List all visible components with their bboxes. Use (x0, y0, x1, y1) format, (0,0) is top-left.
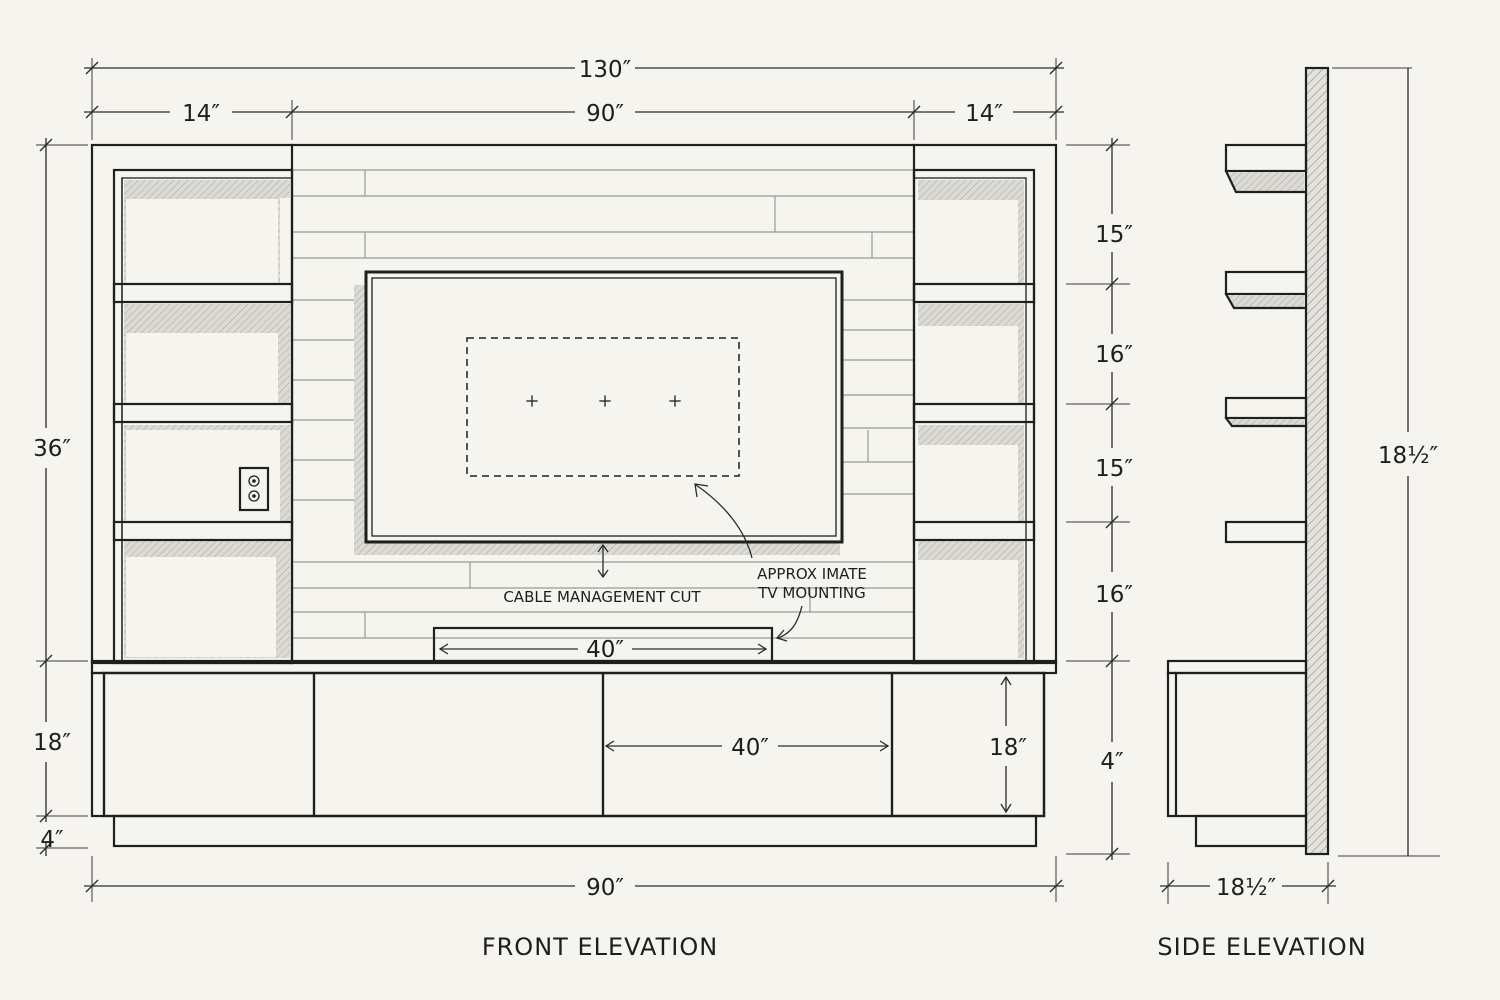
svg-text:16″: 16″ (1095, 582, 1133, 608)
mounting-note-line2: TV MOUNTING (757, 584, 866, 602)
left-shelf (112, 282, 294, 304)
svg-text:14″: 14″ (965, 101, 1003, 127)
soundbar-dimension: 40″ (438, 637, 768, 663)
mounting-note-line1: APPROX IMATE (757, 565, 867, 583)
svg-text:90″: 90″ (586, 875, 624, 901)
svg-text:18½″: 18½″ (1216, 875, 1277, 901)
back-panel-boards (292, 169, 914, 639)
front-elevation-title: FRONT ELEVATION (482, 933, 718, 961)
svg-text:18″: 18″ (989, 735, 1027, 761)
drawer-width-dimension: 40″ (604, 735, 890, 761)
left-shelf (112, 402, 294, 424)
right-shelf (912, 282, 1036, 304)
svg-text:40″: 40″ (586, 637, 624, 663)
svg-text:90″: 90″ (586, 101, 624, 127)
svg-text:14″: 14″ (182, 101, 220, 127)
svg-text:15″: 15″ (1095, 456, 1133, 482)
cable-gap-arrow (597, 543, 609, 579)
svg-text:16″: 16″ (1095, 342, 1133, 368)
right-shelf (912, 402, 1036, 424)
media-console (90, 671, 1046, 848)
side-console (1166, 659, 1308, 848)
outlet-icon (238, 466, 270, 512)
front-elevation: CABLE MANAGEMENT CUT APPROX IMATE TV MOU… (33, 57, 1133, 961)
mount-point-icons (526, 395, 681, 407)
shelf-spacing-dimensions: 15″ 16″ 15″ 16″ 4″ (1066, 138, 1133, 861)
side-shelf (1224, 396, 1308, 428)
svg-text:18″: 18″ (33, 730, 71, 756)
side-shelf (1224, 270, 1308, 310)
drawer-height-dimension: 18″ (989, 675, 1027, 814)
svg-text:4″: 4″ (1100, 749, 1124, 775)
cable-management-note: CABLE MANAGEMENT CUT (503, 588, 701, 606)
left-height-dimensions: 36″ 18″ 4″ (33, 138, 88, 856)
side-height-dimension: 18½″ (1332, 67, 1440, 857)
svg-text:4″: 4″ (40, 827, 64, 853)
svg-text:130″: 130″ (579, 57, 632, 83)
left-tower (112, 143, 294, 665)
svg-text:15″: 15″ (1095, 222, 1133, 248)
upper-frame (90, 143, 1058, 665)
side-shelf (1224, 520, 1308, 544)
section-widths-dimension: 14″ 90″ 14″ (84, 100, 1064, 140)
right-shelf (912, 520, 1036, 542)
left-shelf (112, 520, 294, 542)
toe-kick (112, 814, 1038, 848)
side-shelf (1224, 143, 1308, 194)
right-tower (912, 143, 1036, 665)
bottom-width-dimension: 90″ (84, 856, 1064, 902)
console-door (312, 671, 605, 818)
wall-section (1304, 66, 1330, 856)
side-elevation: 18½″ 18½″ SIDE ELEVATION (1157, 66, 1440, 961)
side-elevation-title: SIDE ELEVATION (1157, 933, 1366, 961)
tv-mount-bracket (466, 337, 740, 477)
svg-text:40″: 40″ (731, 735, 769, 761)
svg-text:36″: 36″ (33, 436, 71, 462)
overall-width-dimension: 130″ (84, 57, 1064, 140)
tv (354, 270, 844, 555)
svg-text:18½″: 18½″ (1378, 443, 1439, 469)
console-door (102, 671, 316, 818)
side-depth-dimension: 18½″ (1160, 862, 1336, 904)
mounting-leader (695, 484, 753, 559)
